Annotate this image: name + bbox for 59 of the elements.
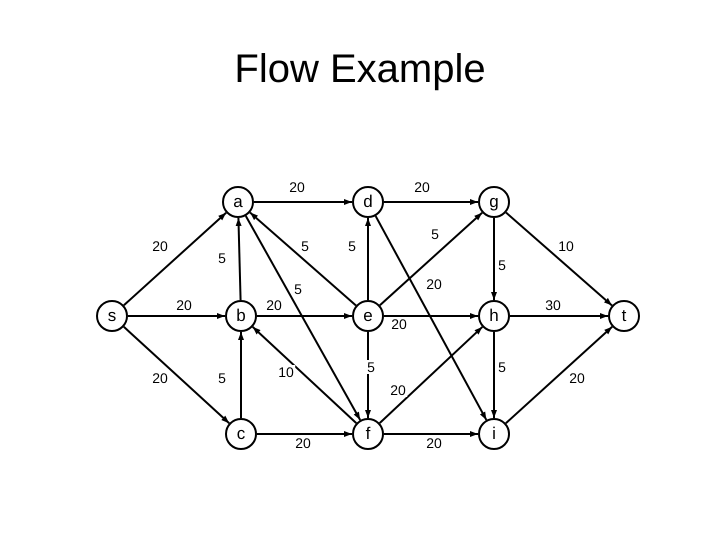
edge-label: 5 xyxy=(217,251,227,265)
arrow xyxy=(128,313,225,319)
arrow xyxy=(257,313,352,319)
arrow xyxy=(236,218,242,300)
arrow xyxy=(379,212,483,306)
edge-label: 10 xyxy=(277,365,295,379)
arrow xyxy=(491,332,497,418)
arrow xyxy=(249,212,357,306)
arrow xyxy=(505,212,613,306)
arrow xyxy=(365,332,371,418)
arrow xyxy=(254,199,352,205)
node-label: f xyxy=(366,423,370,446)
node-label: b xyxy=(236,305,246,328)
edge-label: 5 xyxy=(430,227,440,241)
node-label: t xyxy=(622,305,626,328)
edge-label: 5 xyxy=(497,258,507,272)
edge-label: 20 xyxy=(568,371,586,385)
edge-label: 5 xyxy=(347,239,357,253)
edge-label: 5 xyxy=(217,371,227,385)
edge-label: 30 xyxy=(544,298,562,312)
arrow xyxy=(510,313,608,319)
arrow xyxy=(252,326,357,424)
arrow xyxy=(257,431,352,437)
edge-label: 20 xyxy=(175,298,193,312)
title: Flow Example xyxy=(234,46,486,93)
arrow xyxy=(379,326,483,424)
edge-label: 20 xyxy=(265,298,283,312)
edge-label: 5 xyxy=(366,360,376,374)
arrow xyxy=(384,199,478,205)
node-label: c xyxy=(236,423,246,446)
arrow xyxy=(123,212,227,306)
edge-label: 20 xyxy=(425,277,443,291)
arrow xyxy=(491,218,497,300)
edge-label: 20 xyxy=(151,371,169,385)
node-label: e xyxy=(363,305,373,328)
arrow xyxy=(238,332,244,418)
edge-label: 20 xyxy=(294,436,312,450)
node-label: a xyxy=(233,191,243,214)
node-label: h xyxy=(489,305,499,328)
node-label: i xyxy=(492,423,496,446)
arrow xyxy=(374,216,488,420)
node-label: d xyxy=(363,191,373,214)
node-label: s xyxy=(108,305,116,328)
arrow xyxy=(365,218,371,300)
edge-label: 10 xyxy=(557,239,575,253)
arrow xyxy=(384,313,478,319)
edge-label: 20 xyxy=(425,436,443,450)
edge-label: 20 xyxy=(390,317,408,331)
edge-label: 5 xyxy=(300,239,310,253)
arrow xyxy=(123,326,230,424)
arrow xyxy=(384,431,478,437)
edge-label: 20 xyxy=(413,180,431,194)
arrow xyxy=(505,326,613,424)
edge-label: 20 xyxy=(288,180,306,194)
node-label: g xyxy=(489,191,499,214)
edge-label: 5 xyxy=(497,360,507,374)
edge-label: 20 xyxy=(151,239,169,253)
edge-label: 5 xyxy=(293,282,303,296)
edge-label: 20 xyxy=(389,383,407,397)
